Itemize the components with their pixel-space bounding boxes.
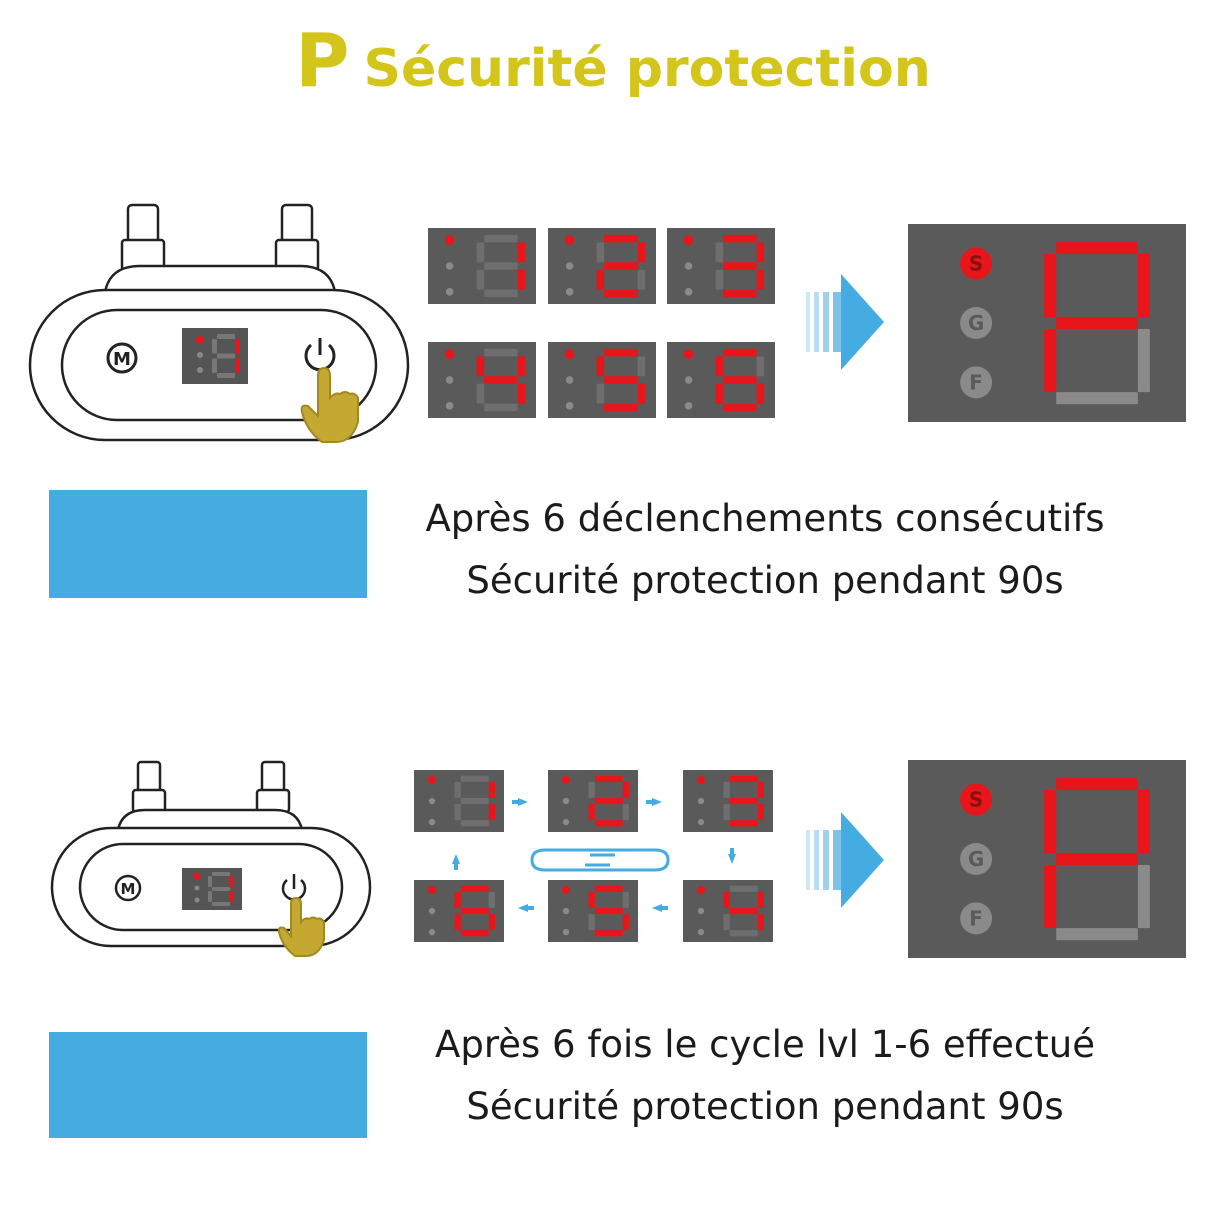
level-panel-4: [428, 342, 536, 418]
indicator-g: G: [960, 843, 993, 875]
digit-4: [476, 348, 526, 412]
cycle-panel-6: [414, 880, 504, 942]
transition-arrow: [806, 812, 884, 908]
cycle-panel-3: [683, 770, 773, 832]
indicator-g: G: [960, 307, 993, 339]
protection-result-panel: S G F: [908, 760, 1186, 958]
indicator-f: F: [960, 366, 993, 399]
mode-button[interactable]: M: [106, 342, 138, 374]
mode-button[interactable]: M: [114, 874, 142, 902]
indicator-label: G: [968, 311, 984, 335]
mode-button-label: M: [113, 349, 131, 370]
cycle-panel-5: [548, 880, 638, 942]
pointing-hand-icon: [300, 366, 359, 443]
loop-arrow-icon: [530, 848, 670, 872]
digit-3: [715, 234, 765, 298]
section2-caption-line1: Après 6 fois le cycle lvl 1-6 effectué: [435, 1023, 1095, 1066]
device-digit-slot: [212, 334, 240, 378]
level-panel-2: [548, 228, 656, 304]
device-display: [182, 328, 248, 384]
level-panel-3: [667, 228, 775, 304]
section1-diagram: M S G F: [28, 203, 1186, 443]
digit-4: [723, 885, 764, 937]
indicator-label: S: [969, 252, 983, 276]
section1-caption-line1: Après 6 déclenchements consécutifs: [425, 497, 1105, 540]
collar-device: [50, 760, 372, 948]
title-text: Sécurité protection: [363, 39, 931, 99]
digit-1: [476, 234, 526, 298]
indicator-s: S: [960, 247, 993, 280]
section2-caption: Après 6 fois le cycle lvl 1-6 effectué S…: [370, 1014, 1160, 1138]
indicator-label: G: [968, 847, 984, 871]
digit-6: [715, 348, 765, 412]
transition-arrow: [806, 274, 884, 370]
digit-1: [454, 775, 495, 827]
digit-2: [588, 775, 629, 827]
device-digit: [208, 872, 234, 906]
indicator-f: F: [960, 902, 993, 935]
digit-6: [454, 885, 495, 937]
level-panel-5: [548, 342, 656, 418]
mode-button-label: M: [121, 880, 136, 898]
indicator-label: S: [969, 788, 983, 812]
cycle-panel-1: [414, 770, 504, 832]
pointing-hand-icon: [277, 896, 325, 957]
section2-caption-line2: Sécurité protection pendant 90s: [466, 1085, 1064, 1128]
protection-result-panel: S G F: [908, 224, 1186, 422]
level-panel-6: [667, 342, 775, 418]
digit-5: [588, 885, 629, 937]
section1-accent-bar: [49, 490, 367, 598]
result-digit: [1044, 777, 1150, 941]
section1-caption-line2: Sécurité protection pendant 90s: [466, 559, 1064, 602]
indicator-label: F: [969, 370, 983, 394]
level-panels: [428, 228, 775, 418]
section2-accent-bar: [49, 1032, 367, 1138]
digit-5: [596, 348, 646, 412]
cycle-panel-4: [683, 880, 773, 942]
digit-2: [596, 234, 646, 298]
title-letter: P: [295, 18, 350, 104]
section2-diagram: M S G F: [50, 760, 1186, 958]
device-digit: [212, 334, 240, 378]
indicator-s: S: [960, 783, 993, 816]
cycle-arrows: [452, 798, 736, 912]
section1-caption: Après 6 déclenchements consécutifs Sécur…: [370, 488, 1160, 612]
cycle-level-panels: [414, 770, 773, 942]
level-panel-1: [428, 228, 536, 304]
cycle-panel-2: [548, 770, 638, 832]
digit-3: [723, 775, 764, 827]
indicator-label: F: [969, 906, 983, 930]
device-display: [182, 868, 242, 910]
result-digit: [1044, 241, 1150, 405]
